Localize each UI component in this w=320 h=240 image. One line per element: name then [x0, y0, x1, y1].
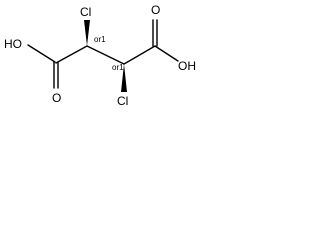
atom-oh-left: HO: [4, 37, 22, 51]
atom-o-left: O: [52, 91, 61, 105]
bond-c-c-right: [123, 45, 156, 65]
stereo-label-left: or1: [94, 35, 106, 44]
atom-oh-right: OH: [178, 59, 196, 73]
structural-formula: Cl Cl HO OH O O or1 or1: [4, 3, 196, 108]
wedge-bond-cl-bottom: [121, 64, 127, 92]
bond-c-oh-right: [154, 45, 179, 62]
wedge-bond-cl-top: [84, 20, 90, 46]
bond-c-c-left: [55, 45, 88, 64]
bond-ho-c-left: [27, 44, 56, 63]
stereo-label-right: or1: [112, 63, 124, 72]
bond-c-c-center: [86, 45, 125, 65]
atom-cl-bottom: Cl: [117, 94, 128, 108]
atom-cl-top: Cl: [80, 5, 91, 19]
atom-o-right: O: [151, 3, 160, 17]
